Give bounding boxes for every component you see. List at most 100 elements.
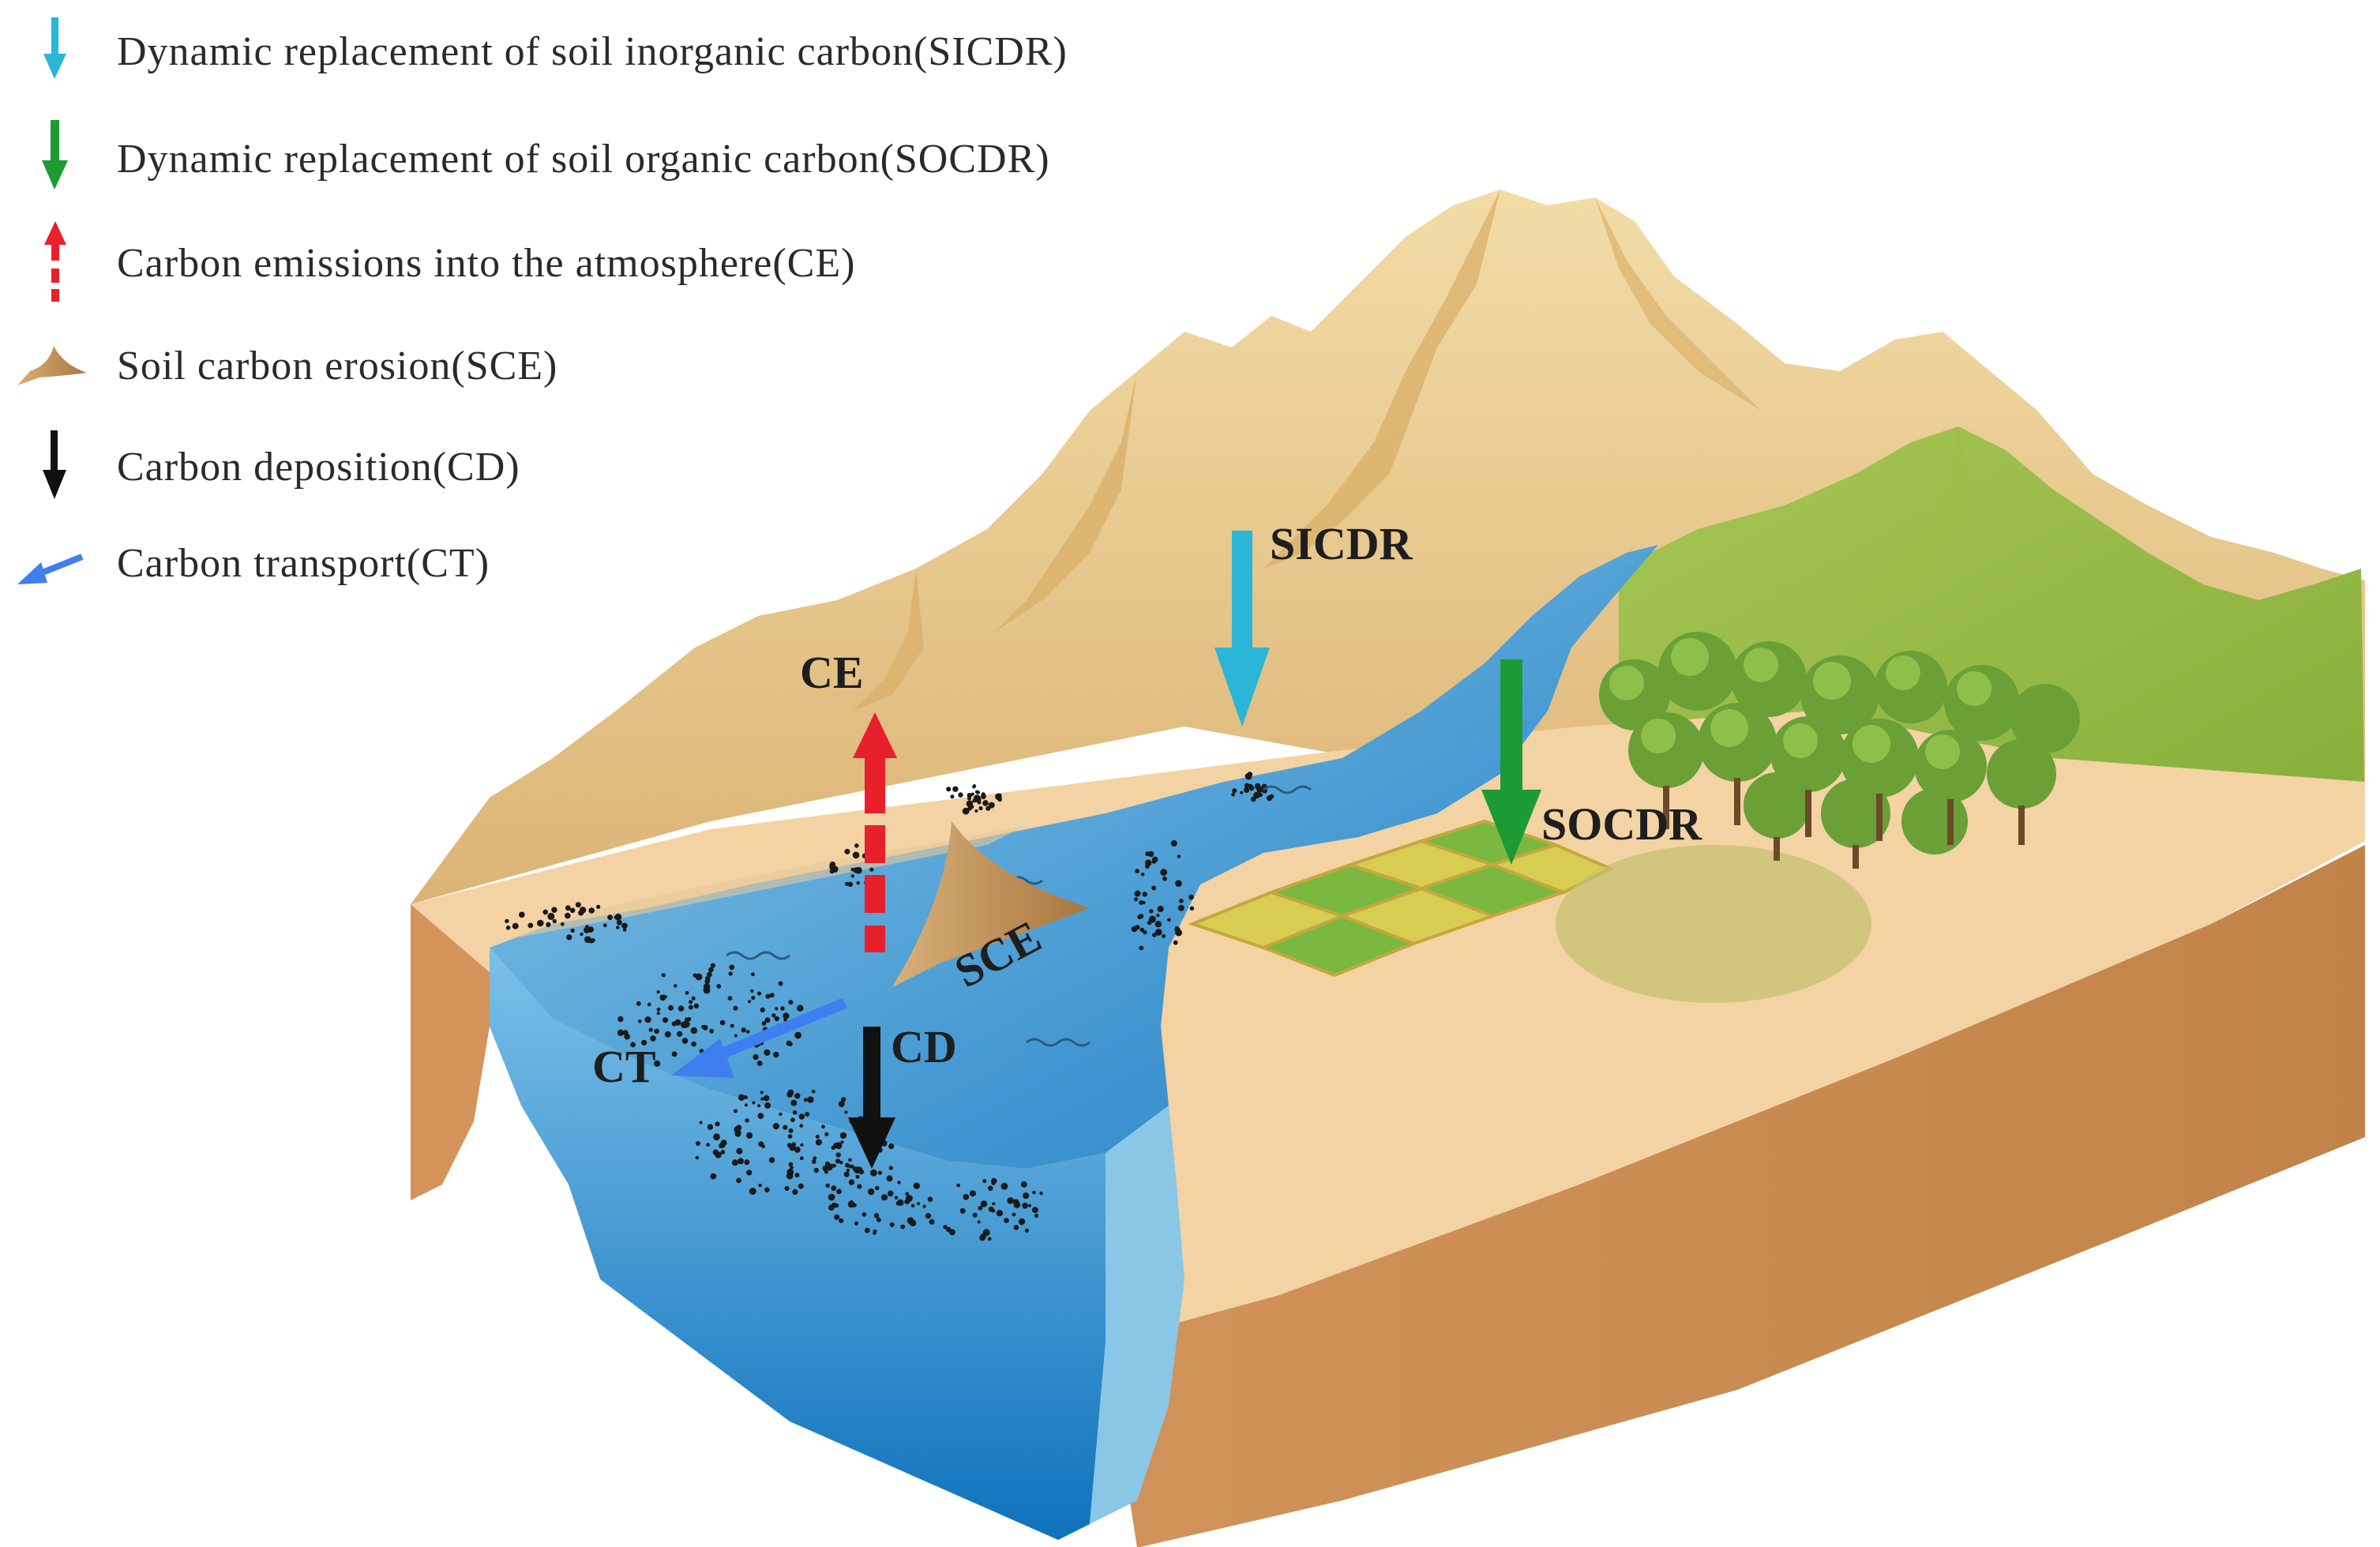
sediment-dot [738,1130,741,1135]
sediment-dot [981,794,986,799]
sediment-dot [671,1021,677,1027]
sediment-dot [855,1174,860,1179]
sediment-dot [720,1140,727,1147]
label-socdr: SOCDR [1541,798,1702,850]
sediment-dot [565,912,571,919]
sediment-dot [709,1028,714,1034]
sediment-dot [783,1125,788,1130]
sediment-dot [874,1185,880,1191]
sediment-dot [552,918,557,924]
sediment-dot [839,1132,847,1140]
sediment-dot [730,1023,734,1028]
legend-label-cd: Carbon deposition(CD) [117,445,520,490]
sediment-dot [1173,940,1178,945]
sediment-dot [956,1183,960,1188]
sediment-dot [838,1101,845,1107]
sediment-dot [991,1208,996,1213]
sediment-dot [813,1156,817,1161]
sediment-dot [622,928,627,932]
sediment-dot [977,1220,981,1224]
sediment-dot [887,1190,894,1197]
sediment-dot [1167,918,1171,922]
sediment-dot [854,843,859,848]
sediment-dot [1031,1207,1038,1214]
river-front-face [490,948,1106,1540]
sediment-dot [1028,1203,1031,1207]
sediment-dot [783,1018,787,1022]
sediment-dot [1149,909,1154,914]
sediment-dot [929,1218,935,1225]
sediment-dot [691,996,696,1001]
sediment-dot [844,881,850,886]
sediment-dot [1143,929,1147,935]
sediment-dot [1154,921,1162,928]
sediment-dot [844,1110,848,1114]
sediment-dot [565,905,571,911]
sediment-dot [727,996,733,1001]
sediment-dot [1162,876,1167,881]
sediment-dot [799,1156,804,1161]
sediment-dot [788,1000,794,1005]
sediment-dot [972,798,977,803]
sediment-dot [835,1158,841,1164]
sediment-dot [570,928,575,933]
sediment-dot [1000,1182,1008,1190]
sediment-dot [790,1117,795,1122]
legend-label-socdr: Dynamic replacement of soil organic carb… [117,137,1050,182]
sediment-dot [763,1095,770,1102]
sediment-dot [788,1162,794,1167]
sediment-dot [1151,885,1157,891]
sediment-dot [792,1110,798,1115]
sediment-dot [733,1005,738,1011]
sediment-dot [836,1188,842,1195]
sediment-dot [927,1196,933,1202]
sediment-dot [873,1231,877,1235]
sediment-dot [753,1053,759,1061]
sediment-dot [761,1021,767,1026]
sediment-dot [616,926,620,929]
sediment-dot [1231,792,1235,797]
farmland-grid [1188,819,1615,978]
sediment-dot [621,922,628,929]
sediment-dot [852,851,860,859]
sediment-dot [1024,1228,1030,1233]
sediment-dot [773,1051,779,1058]
sediment-dot [970,792,974,796]
sediment-dot [1232,788,1237,794]
sediment-dot [835,1152,841,1158]
sediment-dot [857,1184,862,1189]
sediment-dot [551,907,557,913]
sediment-dot [630,1042,636,1048]
sediment-dot [678,1005,685,1012]
sediment-dot [512,922,519,929]
sediment-dot [877,1170,882,1175]
sediment-dot [736,1147,743,1155]
sediment-dot [978,805,983,811]
sediment-dot [505,918,509,924]
sediment-dot [993,1178,997,1183]
sediment-dot [772,1123,780,1130]
sediment-dot [864,1227,870,1233]
sediment-dot [788,1128,794,1133]
sediment-dot [794,1173,800,1178]
sediment-dot [946,787,952,792]
sediment-dot [519,911,525,918]
sediment-dot [958,792,963,798]
sediment-dot [699,1121,703,1125]
sediment-dot [1137,914,1143,920]
sediment-dot [1177,904,1184,911]
sediment-dot [873,1213,880,1218]
sediment-dot [741,1027,746,1033]
sediment-dot [952,786,959,792]
sediment-dot [829,862,835,869]
sediment-dot [1139,900,1143,905]
sediment-dot [850,874,854,878]
sediment-dot [1175,929,1182,937]
sediment-dot [1160,869,1168,877]
sediment-dot [980,1200,988,1207]
label-ct: CT [592,1041,656,1092]
sediment-dot [728,971,733,976]
sediment-dot [1244,787,1250,794]
sediment-dot [905,1192,910,1196]
sediment-dot [813,1167,820,1173]
